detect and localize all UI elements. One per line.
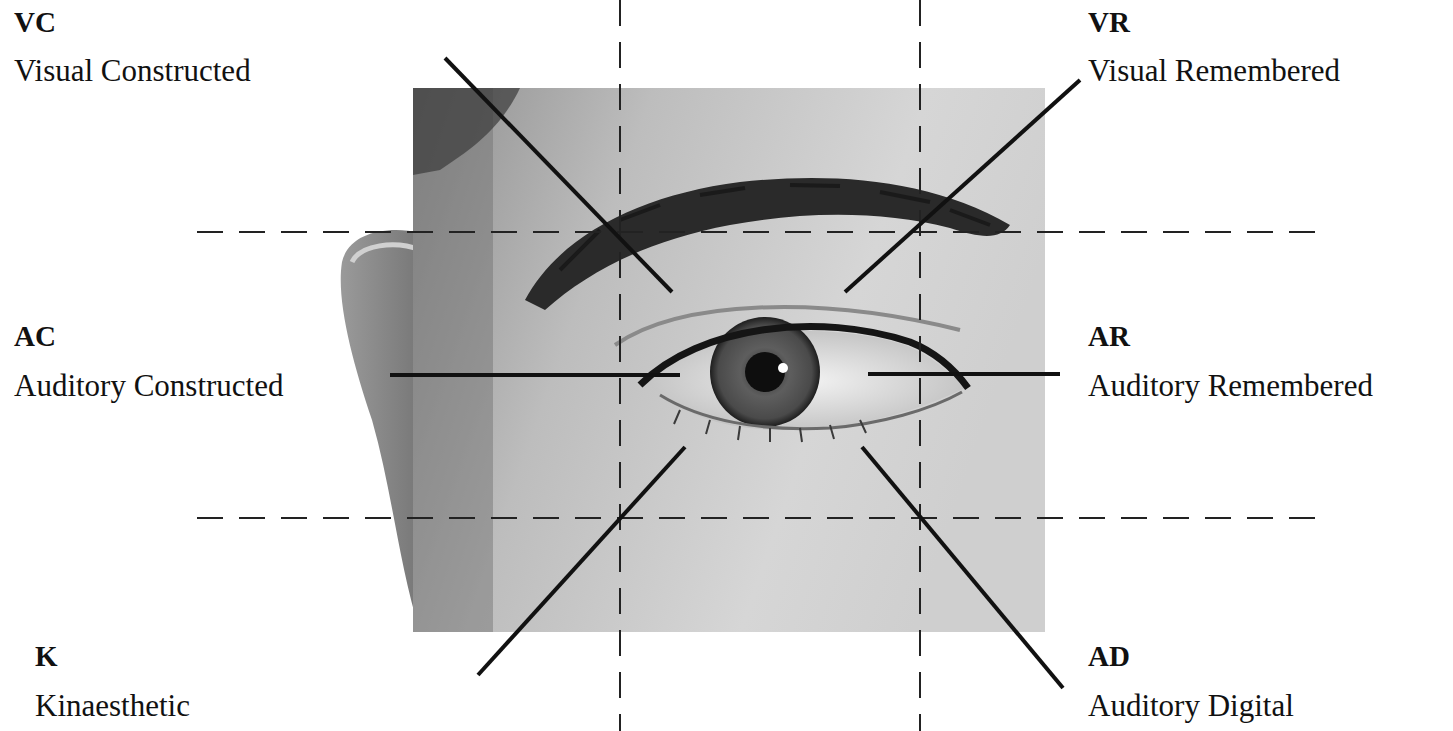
hairline xyxy=(413,88,520,175)
leader-line xyxy=(868,372,1060,376)
zone-abbreviation: VC xyxy=(14,8,56,37)
leader-line xyxy=(390,373,680,377)
guide-line xyxy=(619,0,621,731)
lower-lid xyxy=(660,392,962,429)
zone-abbreviation: AD xyxy=(1088,642,1130,671)
zone-name: Auditory Remembered xyxy=(1088,370,1373,401)
lower-lashes xyxy=(674,410,866,442)
pupil xyxy=(745,352,785,392)
leader-line xyxy=(845,80,1080,292)
iris xyxy=(710,317,820,427)
guide-line xyxy=(197,517,1315,519)
ear-rim xyxy=(352,245,420,262)
zone-name: Auditory Constructed xyxy=(14,370,284,401)
zone-abbreviation: AC xyxy=(14,322,56,351)
guide-lines xyxy=(197,0,1315,731)
guide-line xyxy=(919,0,921,731)
direction-lines xyxy=(390,58,1080,688)
leader-line xyxy=(862,447,1063,688)
zone-abbreviation: AR xyxy=(1088,322,1130,351)
leader-line xyxy=(478,447,685,675)
zone-name: Visual Remembered xyxy=(1088,55,1340,86)
zone-name: Auditory Digital xyxy=(1088,690,1294,721)
zone-name: Kinaesthetic xyxy=(35,690,190,721)
upper-lid xyxy=(640,326,968,388)
eyebrow xyxy=(525,178,1010,310)
eyebrow-hairs xyxy=(560,185,990,270)
zone-name: Visual Constructed xyxy=(14,55,251,86)
guide-line xyxy=(197,231,1315,233)
zone-abbreviation: VR xyxy=(1088,8,1130,37)
leader-line xyxy=(445,58,672,292)
eye-highlight xyxy=(778,363,788,373)
zone-abbreviation: K xyxy=(35,642,58,671)
